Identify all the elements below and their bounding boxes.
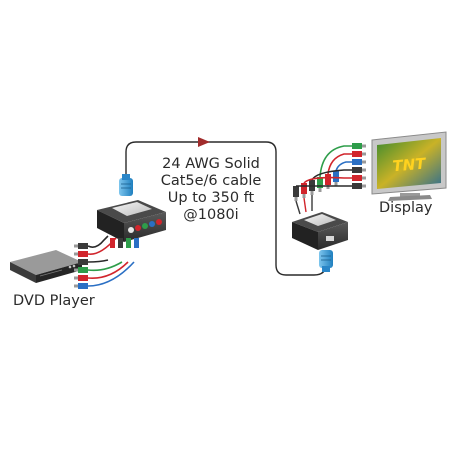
rca-plug-icon (352, 167, 366, 173)
rca-plug-icon (74, 251, 88, 257)
rca-plug-icon (309, 180, 315, 195)
rj45-plug-icon (119, 174, 133, 196)
rca-plug-icon (74, 267, 88, 273)
dvd-player-icon (10, 250, 82, 283)
rca-plug-icon (74, 283, 88, 289)
rca-plug-icon (74, 259, 88, 265)
rca-plug-icon (352, 159, 366, 165)
rca-plug-icon (352, 175, 366, 181)
screen-logo: TNT (392, 154, 428, 175)
display-label: Display (379, 200, 433, 216)
rj45-plug-icon (319, 250, 333, 272)
cable-spec-line: Up to 350 ft (167, 190, 255, 206)
rca-plug-icon (301, 183, 307, 198)
dvd-rca-plugs (74, 243, 88, 289)
transmitter-icon (97, 200, 166, 242)
rca-plug-icon (293, 186, 299, 201)
receiver-to-receiver-cables (295, 195, 313, 215)
receiver-icon (292, 212, 348, 250)
cat5-cable (125, 141, 327, 276)
transmitter-rca-plugs (110, 238, 139, 248)
cable-spec-label: 24 AWG Solid Cat5e/6 cable Up to 350 ft … (150, 156, 272, 224)
cable-spec-line: 24 AWG Solid (162, 156, 260, 172)
rca-plug-icon (317, 177, 323, 192)
rca-plug-icon (352, 151, 366, 157)
rca-plug-icon (74, 243, 88, 249)
rca-plug-icon (74, 275, 88, 281)
cable-spec-line: Cat5e/6 cable (160, 173, 262, 189)
rca-plug-icon (325, 174, 331, 189)
dvd-player-label: DVD Player (13, 293, 95, 309)
arrow-icon (198, 137, 210, 147)
rca-plug-icon (352, 143, 366, 149)
display-component-cables (296, 145, 352, 187)
rca-plug-icon (333, 171, 339, 186)
display-rca-plugs (352, 143, 366, 189)
cable-spec-line: @1080i (183, 207, 239, 223)
display-icon: TNT (371, 131, 447, 201)
rca-plug-icon (352, 183, 366, 189)
dvd-component-cables (87, 235, 135, 287)
